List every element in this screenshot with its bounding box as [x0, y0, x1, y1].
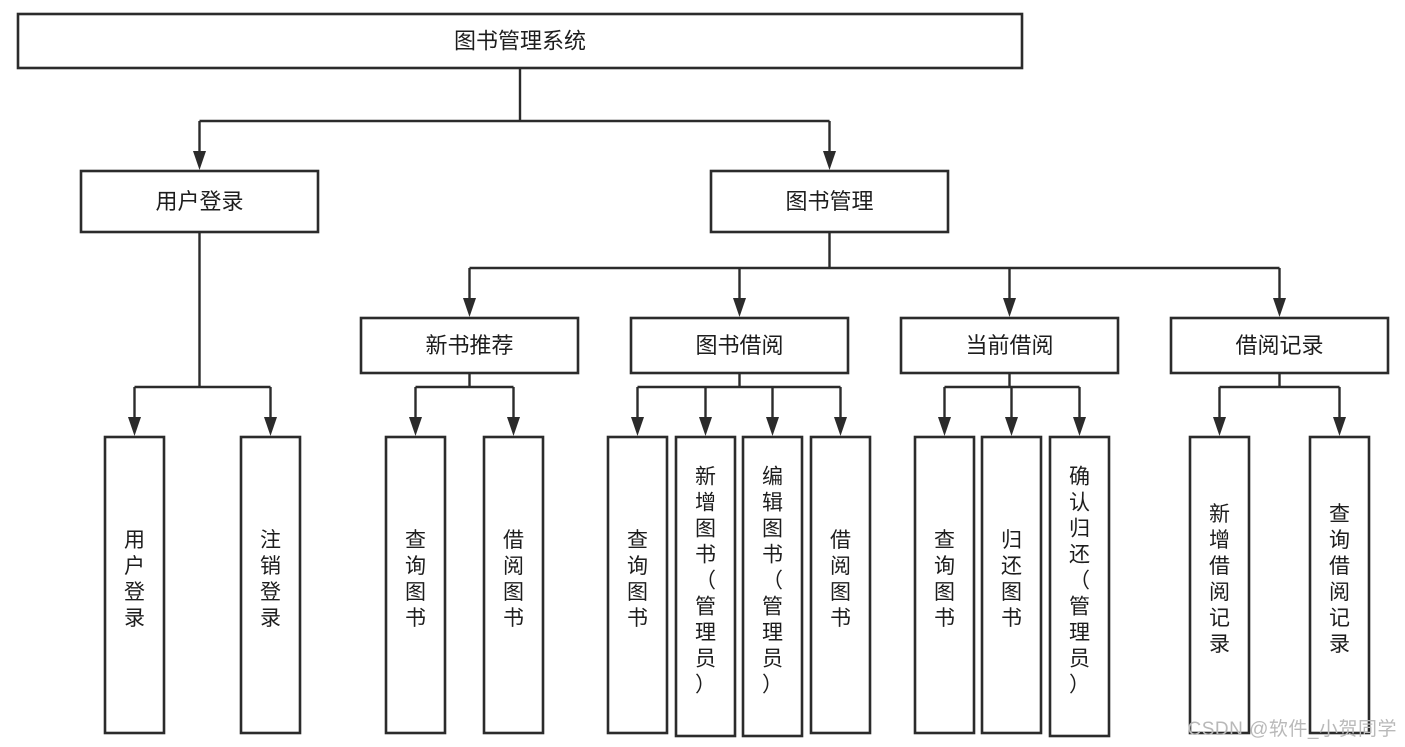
node-box-current-borrow[interactable]: [899, 316, 1120, 375]
node-label-borrow-record: 借阅记录: [1235, 333, 1323, 358]
node-leaf-query-book-2[interactable]: 查询图书: [606, 435, 669, 735]
node-new-book-rec[interactable]: 新书推荐: [359, 316, 580, 375]
node-leaf-add-book[interactable]: 新增图书（管理员）: [674, 435, 737, 738]
node-box-leaf-query-record[interactable]: [1308, 435, 1371, 735]
node-box-leaf-user-login[interactable]: [103, 435, 166, 735]
node-box-new-book-rec[interactable]: [359, 316, 580, 375]
node-book-borrow[interactable]: 图书借阅: [629, 316, 850, 375]
node-box-leaf-query-book-3[interactable]: [913, 435, 976, 735]
node-box-leaf-borrow-book-2[interactable]: [809, 435, 872, 735]
connector-group-book-manage: [463, 232, 1286, 317]
node-label-leaf-query-record: 查询借阅记录: [1329, 503, 1350, 656]
node-label-user-login: 用户登录: [155, 189, 243, 214]
node-label-leaf-confirm-return: 确认归还（管理员）: [1069, 466, 1090, 697]
node-label-leaf-add-book: 新增图书（管理员）: [695, 466, 716, 697]
node-box-leaf-query-book-2[interactable]: [606, 435, 669, 735]
node-leaf-add-record[interactable]: 新增借阅记录: [1188, 435, 1251, 735]
node-label-current-borrow: 当前借阅: [965, 333, 1053, 358]
node-box-root[interactable]: [16, 12, 1024, 70]
node-box-leaf-edit-book[interactable]: [741, 435, 804, 738]
node-label-leaf-add-record: 新增借阅记录: [1209, 503, 1230, 656]
node-layer: 图书管理系统用户登录图书管理新书推荐图书借阅当前借阅借阅记录用户登录注销登录查询…: [16, 12, 1390, 738]
node-leaf-user-login[interactable]: 用户登录: [103, 435, 166, 735]
node-user-login[interactable]: 用户登录: [79, 169, 320, 234]
node-box-leaf-add-record[interactable]: [1188, 435, 1251, 735]
node-box-leaf-add-book[interactable]: [674, 435, 737, 738]
node-book-manage[interactable]: 图书管理: [709, 169, 950, 234]
watermark-label: CSDN @软件_小贺同学: [1187, 719, 1397, 740]
node-label-leaf-query-book-2: 查询图书: [627, 529, 648, 630]
node-box-book-manage[interactable]: [709, 169, 950, 234]
node-root[interactable]: 图书管理系统: [16, 12, 1024, 70]
node-leaf-query-book-1[interactable]: 查询图书: [384, 435, 447, 735]
node-box-leaf-return-book[interactable]: [980, 435, 1043, 735]
node-label-leaf-user-login: 用户登录: [124, 529, 145, 630]
node-label-leaf-borrow-book-1: 借阅图书: [503, 529, 524, 630]
connector-group-book-borrow: [631, 373, 847, 436]
node-leaf-borrow-book-2[interactable]: 借阅图书: [809, 435, 872, 735]
node-label-leaf-query-book-1: 查询图书: [405, 529, 426, 630]
node-leaf-user-logout[interactable]: 注销登录: [239, 435, 302, 735]
node-label-leaf-edit-book: 编辑图书（管理员）: [762, 466, 783, 697]
edge-layer: [128, 68, 1346, 436]
connector-group-root: [193, 68, 836, 170]
connector-group-current-borrow: [938, 373, 1086, 436]
node-label-new-book-rec: 新书推荐: [425, 333, 513, 358]
node-box-user-login[interactable]: [79, 169, 320, 234]
connector-group-borrow-record: [1213, 373, 1346, 436]
node-box-book-borrow[interactable]: [629, 316, 850, 375]
node-leaf-return-book[interactable]: 归还图书: [980, 435, 1043, 735]
node-box-leaf-query-book-1[interactable]: [384, 435, 447, 735]
node-box-leaf-confirm-return[interactable]: [1048, 435, 1111, 738]
connector-group-new-book-rec: [409, 373, 520, 436]
node-box-leaf-borrow-book-1[interactable]: [482, 435, 545, 735]
node-label-book-borrow: 图书借阅: [695, 333, 783, 358]
node-borrow-record[interactable]: 借阅记录: [1169, 316, 1390, 375]
node-leaf-borrow-book-1[interactable]: 借阅图书: [482, 435, 545, 735]
node-label-leaf-return-book: 归还图书: [1001, 529, 1022, 630]
node-leaf-confirm-return[interactable]: 确认归还（管理员）: [1048, 435, 1111, 738]
node-label-leaf-user-logout: 注销登录: [260, 529, 281, 630]
node-current-borrow[interactable]: 当前借阅: [899, 316, 1120, 375]
node-box-leaf-user-logout[interactable]: [239, 435, 302, 735]
node-label-book-manage: 图书管理: [785, 189, 873, 214]
node-label-root: 图书管理系统: [454, 29, 586, 54]
node-label-leaf-query-book-3: 查询图书: [934, 529, 955, 630]
node-leaf-query-book-3[interactable]: 查询图书: [913, 435, 976, 735]
node-box-borrow-record[interactable]: [1169, 316, 1390, 375]
node-leaf-query-record[interactable]: 查询借阅记录: [1308, 435, 1371, 735]
node-label-leaf-borrow-book-2: 借阅图书: [830, 529, 851, 630]
node-leaf-edit-book[interactable]: 编辑图书（管理员）: [741, 435, 804, 738]
connector-group-user-login: [128, 232, 277, 436]
